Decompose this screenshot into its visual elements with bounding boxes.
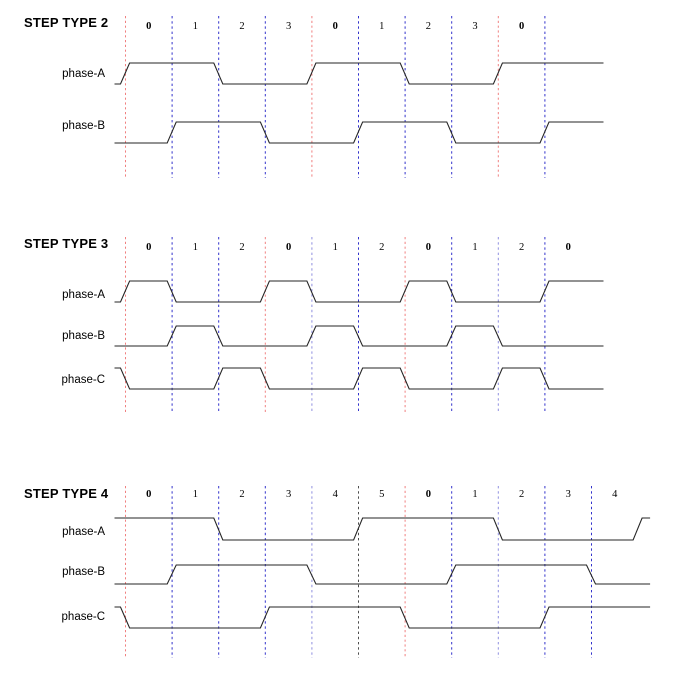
section-title-step-type-2: STEP TYPE 2 <box>24 15 108 30</box>
section-title-step-type-3: STEP TYPE 3 <box>24 236 108 251</box>
slot-label-step-type-4-1: 1 <box>193 489 198 500</box>
slot-label-step-type-2-3: 3 <box>286 21 291 32</box>
slot-label-step-type-2-0: 0 <box>146 21 151 32</box>
waveform-step-type-4-phase-A <box>114 517 651 541</box>
slot-label-step-type-4-9: 3 <box>566 489 571 500</box>
waveform-step-type-2-phase-A <box>114 62 604 85</box>
slot-label-step-type-4-7: 1 <box>472 489 477 500</box>
phase-label-step-type-3-phase-C: phase-C <box>62 374 105 386</box>
waveform-step-type-3-phase-A <box>114 280 604 303</box>
phase-label-step-type-4-phase-C: phase-C <box>62 611 105 623</box>
slot-label-step-type-4-3: 3 <box>286 489 291 500</box>
slot-label-step-type-3-0: 0 <box>146 242 151 253</box>
slot-label-step-type-3-9: 0 <box>566 242 571 253</box>
section-title-step-type-4: STEP TYPE 4 <box>24 486 109 501</box>
slot-label-step-type-4-2: 2 <box>239 489 244 500</box>
phase-label-step-type-4-phase-A: phase-A <box>62 526 105 538</box>
waveform-step-type-2-phase-B <box>114 121 604 144</box>
slot-label-step-type-3-7: 1 <box>472 242 477 253</box>
waveform-step-type-3-phase-C <box>114 367 604 390</box>
slot-label-step-type-2-2: 2 <box>239 21 244 32</box>
slot-label-step-type-2-4: 0 <box>333 21 338 32</box>
slot-label-step-type-4-10: 4 <box>612 489 618 500</box>
slot-label-step-type-4-8: 2 <box>519 489 524 500</box>
slot-label-step-type-3-8: 2 <box>519 242 524 253</box>
slot-label-step-type-2-6: 2 <box>426 21 431 32</box>
slot-label-step-type-2-8: 0 <box>519 21 524 32</box>
slot-label-step-type-2-7: 3 <box>472 21 477 32</box>
phase-label-step-type-3-phase-A: phase-A <box>62 289 105 301</box>
slot-label-step-type-3-6: 0 <box>426 242 431 253</box>
phase-label-step-type-4-phase-B: phase-B <box>62 566 105 578</box>
slot-label-step-type-4-6: 0 <box>426 489 431 500</box>
slot-label-step-type-2-5: 1 <box>379 21 384 32</box>
slot-label-step-type-3-4: 1 <box>333 242 338 253</box>
slot-label-step-type-3-3: 0 <box>286 242 291 253</box>
waveform-step-type-4-phase-B <box>114 564 651 585</box>
slot-label-step-type-4-5: 5 <box>379 489 384 500</box>
slot-label-step-type-2-1: 1 <box>193 21 198 32</box>
phase-label-step-type-2-phase-B: phase-B <box>62 120 105 132</box>
slot-label-step-type-3-2: 2 <box>239 242 244 253</box>
phase-label-step-type-2-phase-A: phase-A <box>62 68 105 80</box>
slot-label-step-type-3-5: 2 <box>379 242 384 253</box>
slot-label-step-type-4-0: 0 <box>146 489 151 500</box>
waveform-step-type-3-phase-B <box>114 325 604 347</box>
slot-label-step-type-4-4: 4 <box>333 489 339 500</box>
waveform-step-type-4-phase-C <box>114 606 651 629</box>
slot-label-step-type-3-1: 1 <box>193 242 198 253</box>
phase-label-step-type-3-phase-B: phase-B <box>62 330 105 342</box>
